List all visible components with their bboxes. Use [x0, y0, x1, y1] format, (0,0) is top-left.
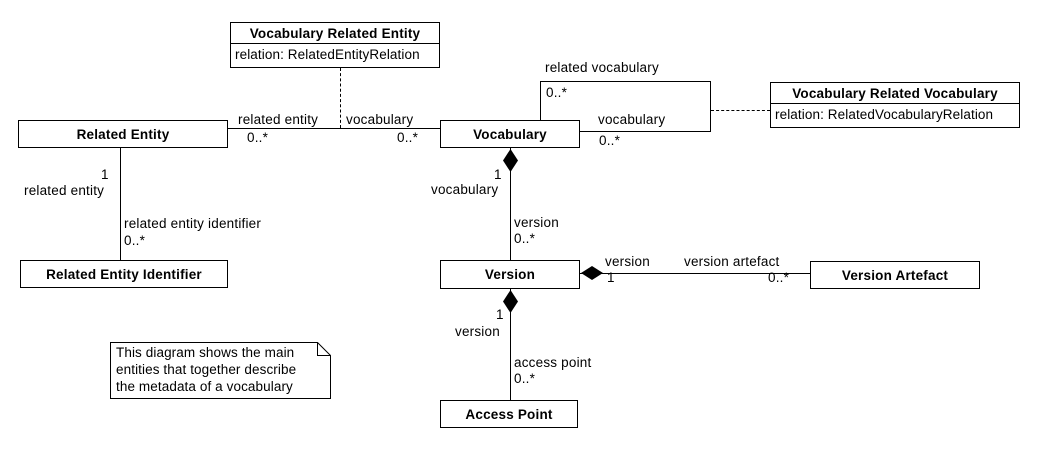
self-association-line-left: [540, 81, 541, 121]
association-line-version-artefact: [580, 273, 810, 274]
note-line: This diagram shows the main: [116, 345, 295, 360]
self-association-line-bottom: [580, 131, 711, 132]
association-class-link-related-entity: [340, 68, 341, 128]
association-line-related-entity-vocabulary: [228, 128, 440, 129]
note-line: the metadata of a vocabulary: [116, 379, 293, 394]
multiplicity-label: 0..*: [247, 130, 269, 145]
class-name: Vocabulary Related Vocabulary: [771, 83, 1019, 104]
note-line: entities that together describe: [116, 362, 297, 377]
role-label: version: [605, 254, 650, 269]
class-access-point: Access Point: [440, 400, 578, 428]
role-label: related entity: [24, 183, 105, 198]
role-label: access point: [514, 355, 592, 370]
multiplicity-label: 1: [494, 167, 502, 182]
class-attribute: relation: RelatedEntityRelation: [235, 47, 420, 62]
class-name: Related Entity Identifier: [46, 266, 202, 282]
association-line-related-entity-identifier: [120, 148, 121, 260]
association-class-link-related-vocabulary: [711, 110, 770, 111]
composition-diamond-icon: [581, 266, 603, 280]
role-label: version: [455, 324, 500, 339]
multiplicity-label: 1: [607, 270, 615, 285]
multiplicity-label: 0..*: [397, 130, 419, 145]
multiplicity-label: 0..*: [546, 85, 568, 100]
role-label: related vocabulary: [545, 60, 659, 75]
self-association-line-top: [540, 81, 711, 82]
class-vocabulary-related-vocabulary: Vocabulary Related Vocabulary relation: …: [770, 82, 1020, 128]
class-vocabulary-related-entity: Vocabulary Related Entity relation: Rela…: [230, 22, 440, 68]
class-name: Vocabulary: [473, 126, 547, 142]
association-line-version-access-point: [510, 289, 511, 400]
class-attribute: relation: RelatedVocabularyRelation: [775, 107, 994, 122]
multiplicity-label: 0..*: [514, 371, 536, 386]
role-label: version: [514, 215, 559, 230]
note-shape-icon: [110, 342, 331, 399]
multiplicity-label: 0..*: [599, 133, 621, 148]
class-version: Version: [440, 260, 580, 289]
class-name: Vocabulary Related Entity: [231, 23, 439, 44]
multiplicity-label: 1: [101, 167, 109, 182]
class-vocabulary: Vocabulary: [440, 120, 580, 148]
role-label: version artefact: [684, 254, 780, 269]
class-name: Version: [484, 267, 536, 282]
multiplicity-label: 0..*: [514, 231, 536, 246]
composition-diamond-icon: [503, 290, 518, 313]
multiplicity-label: 0..*: [768, 270, 790, 285]
note-text: This diagram shows the main entities tha…: [116, 344, 296, 395]
role-label: related entity identifier: [124, 216, 262, 231]
class-name: Access Point: [465, 406, 553, 422]
role-label: vocabulary: [346, 112, 414, 127]
note: This diagram shows the main entities tha…: [110, 342, 331, 399]
role-label: vocabulary: [598, 112, 666, 127]
class-name: Version Artefact: [841, 267, 949, 283]
class-name: Related Entity: [76, 126, 170, 142]
multiplicity-label: 1: [496, 307, 504, 322]
role-label: related entity: [238, 112, 319, 127]
class-related-entity: Related Entity: [18, 120, 228, 148]
self-association-line-right: [710, 81, 711, 132]
multiplicity-label: 0..*: [124, 233, 146, 248]
role-label: vocabulary: [431, 182, 499, 197]
class-related-entity-identifier: Related Entity Identifier: [20, 260, 228, 288]
composition-diamond-icon: [503, 149, 518, 172]
class-version-artefact: Version Artefact: [810, 261, 980, 289]
association-line-vocabulary-version: [510, 148, 511, 260]
